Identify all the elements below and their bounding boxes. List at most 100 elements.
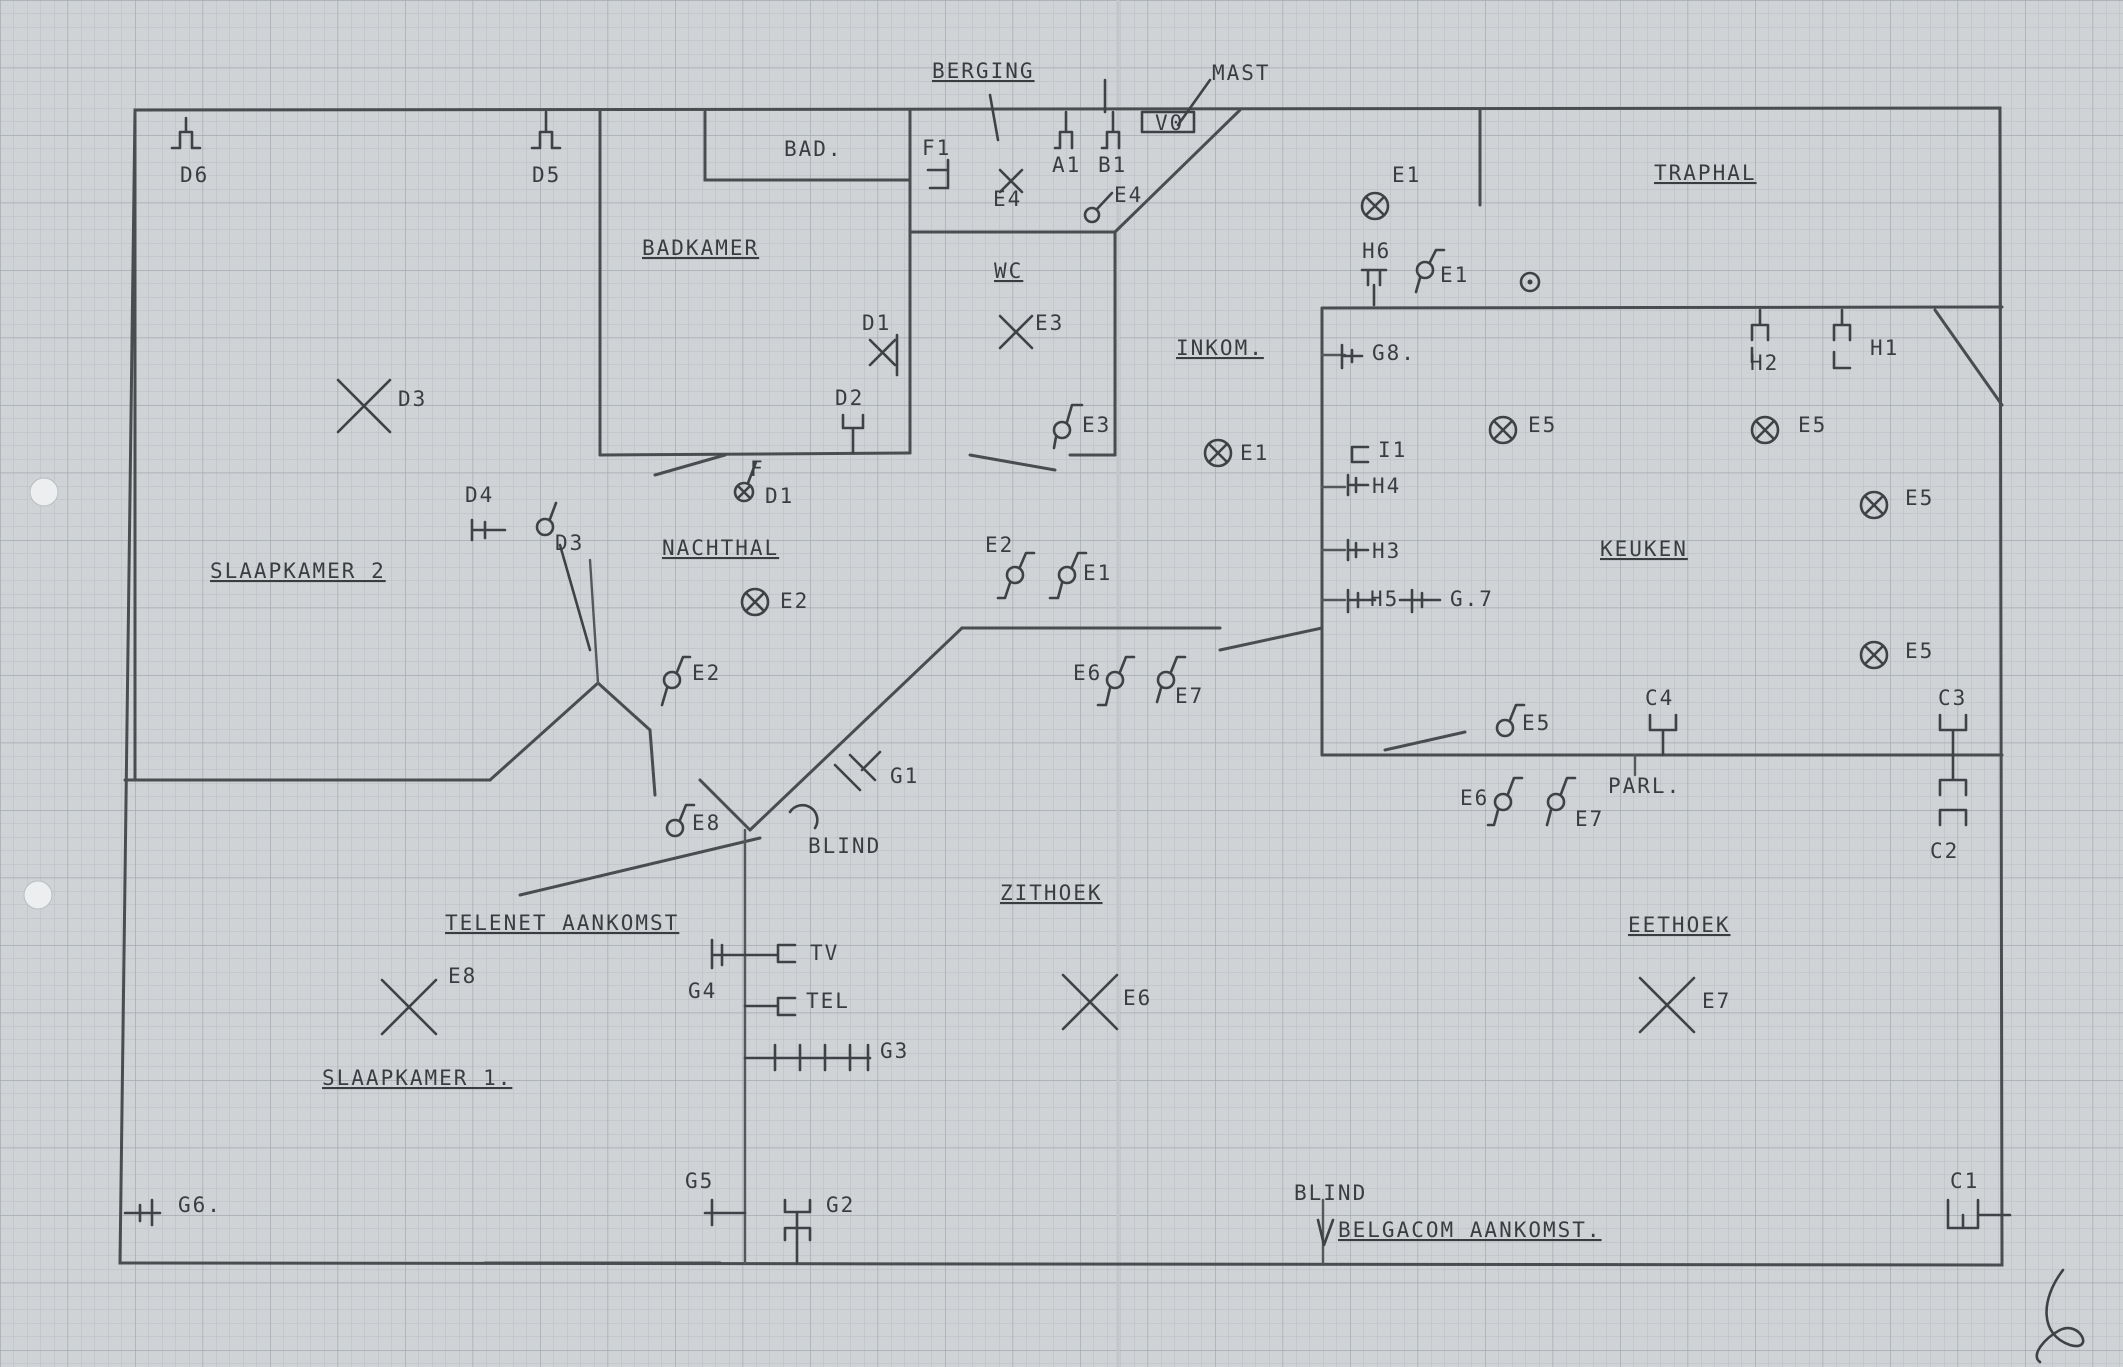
label-g5: G5 [685,1169,714,1193]
label-mast: MAST [1212,61,1271,85]
room-badkamer: BADKAMER [642,236,759,260]
switch-e5-icon [1495,703,1526,738]
label-d2: D2 [835,386,864,410]
room-zithoek: ZITHOEK [1000,881,1103,905]
label-e6-switch-b: E6 [1460,786,1489,810]
binder-hole-top [29,477,59,507]
label-e1-inkom: E1 [1240,441,1269,465]
label-b1: B1 [1098,153,1127,177]
label-c1: C1 [1950,1169,1979,1193]
switch-e3-icon [1052,420,1072,440]
label-e5-b: E5 [1798,413,1827,437]
socket-g2-icon [783,1198,812,1265]
label-parl: PARL. [1608,774,1681,798]
label-e5-switch: E5 [1522,711,1551,735]
label-e8-light: E8 [448,964,477,988]
label-d6: D6 [180,163,209,187]
label-h1: H1 [1870,336,1899,360]
label-e3-light: E3 [1035,311,1064,335]
switch-e4-icon [1083,206,1101,224]
label-h3: H3 [1372,539,1401,563]
symbols [123,78,2085,1364]
signature-mark [2035,1268,2085,1364]
label-e6-light: E6 [1123,986,1152,1010]
label-e5-d: E5 [1905,639,1934,663]
label-g6: G6. [178,1193,222,1217]
tv-outlet-icon [743,943,797,964]
label-belgacom-aankomst: BELGACOM AANKOMST. [1338,1218,1602,1242]
socket-c1-icon [1946,1198,2012,1230]
light-e5-d-icon [1859,640,1889,670]
label-e2-light: E2 [780,589,809,613]
label-telenet-aankomst: TELENET AANKOMST [445,911,679,935]
room-inkom: INKOM. [1176,336,1264,360]
socket-i1-icon [1350,445,1370,464]
label-d1-bath: D1 [862,311,891,335]
label-h6: H6 [1362,239,1391,263]
socket-g6-icon [123,1198,162,1227]
label-f1: F1 [922,136,951,160]
blind-outlet-icon [788,803,819,830]
light-d3-icon [336,378,392,434]
light-e4-icon [998,168,1024,194]
switch-e6-eethoek-icon [1486,776,1524,827]
room-eethoek: EETHOEK [1628,913,1731,937]
socket-c3-icon [1938,713,1968,757]
socket-g1-icon [833,750,882,792]
label-d5: D5 [532,163,561,187]
socket-g5-icon [703,1198,747,1227]
label-v0: V0 [1155,111,1184,135]
socket-h4-icon [1346,473,1370,497]
label-c3: C3 [1938,686,1967,710]
light-e1-inkom-icon [1203,438,1233,468]
switch-d1-nachthal-icon [733,481,755,503]
switch-e1-nachthal-icon [1048,551,1088,600]
socket-c4-icon [1648,713,1678,757]
socket-d2-icon [841,413,865,455]
belgacom-entry-icon [1316,1218,1335,1247]
socket-g4-icon [710,938,747,970]
switch-e7-icon [1155,655,1187,704]
switch-e6-icon [1096,655,1136,707]
switch-e2-nachthal-icon [996,551,1036,600]
room-slaapkamer-1: SLAAPKAMER 1. [322,1066,512,1090]
label-e2-switch-b: E2 [692,661,721,685]
light-e6-icon [1061,973,1119,1031]
light-e3-icon [998,314,1034,350]
label-g2: G2 [826,1193,855,1217]
label-blind: BLIND [808,834,881,858]
label-i1: I1 [1378,438,1407,462]
mast-meter-icon [1140,110,1196,134]
label-e7-light: E7 [1702,989,1731,1013]
label-g7: G.7 [1450,587,1494,611]
label-c4: C4 [1645,686,1674,710]
switch-e8-icon [665,803,696,838]
switch-d3-icon [535,517,555,537]
socket-d1-bath-icon [868,333,899,377]
label-e4-light: E4 [993,187,1022,211]
socket-h1-icon [1832,308,1852,370]
socket-b1-icon [1100,110,1121,150]
label-tel: TEL [806,989,850,1013]
socket-f1-icon [926,158,950,190]
label-e1-switch: E1 [1440,263,1469,287]
label-g8: G8. [1372,341,1416,365]
label-g4: G4 [688,979,717,1003]
socket-h6-icon [1360,268,1388,307]
label-h4: H4 [1372,474,1401,498]
label-a1: A1 [1052,153,1081,177]
light-e1-top-icon [1360,191,1390,221]
walls [118,106,2004,1267]
label-e6-switch: E6 [1073,661,1102,685]
label-c2: C2 [1930,839,1959,863]
label-e8-switch: E8 [692,811,721,835]
light-e7-icon [1638,976,1696,1034]
binder-hole-bottom [23,880,53,910]
light-e2-icon [740,587,770,617]
ceiling-point-icon [1519,271,1541,293]
socket-g7-icon [1398,588,1442,614]
label-d4: D4 [465,483,494,507]
label-h2: H2 [1750,351,1779,375]
socket-h5-icon [1346,588,1377,614]
label-e3-switch: E3 [1082,413,1111,437]
